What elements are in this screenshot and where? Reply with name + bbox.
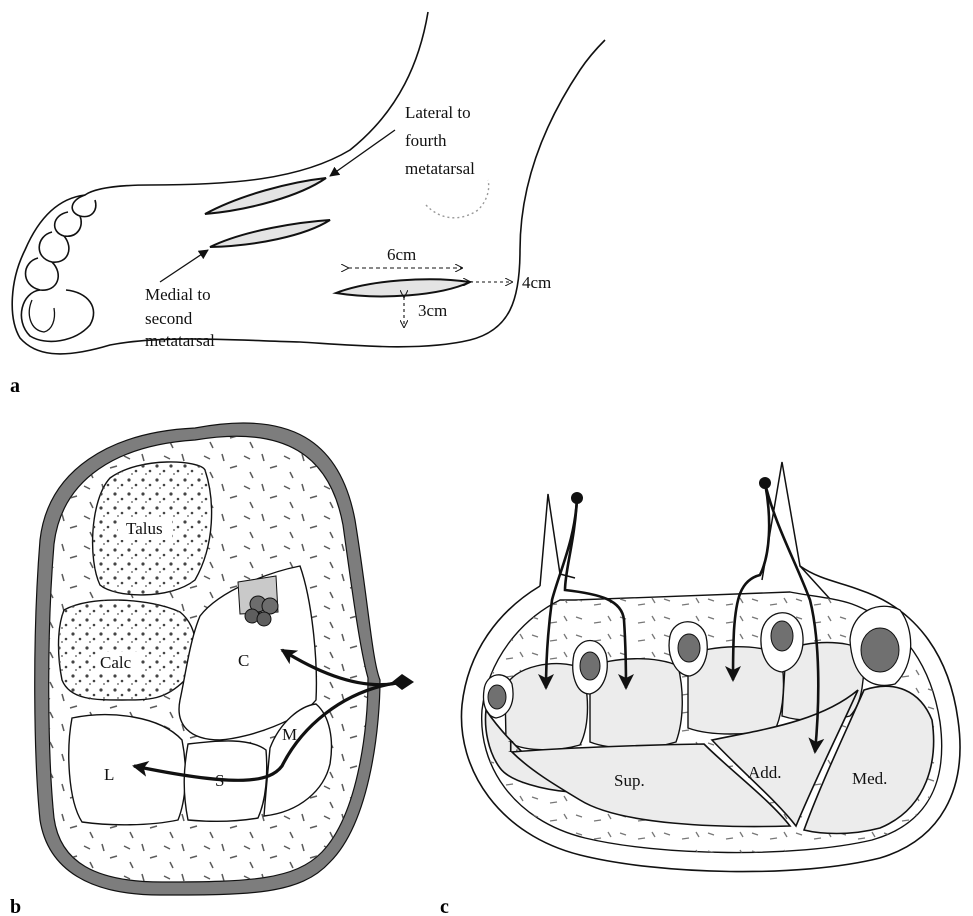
- big-toe-nail: [29, 300, 54, 332]
- incision-medial-hindfoot: [336, 279, 470, 296]
- label-talus: Talus: [126, 519, 163, 538]
- dorsal-incision-right: [762, 462, 840, 610]
- panel-letter-c: c: [440, 896, 449, 916]
- incision-entry-diamond: [392, 674, 414, 690]
- label-l-c: L: [508, 737, 518, 756]
- malleolus-hint: [426, 180, 489, 218]
- toe-4: [26, 258, 59, 290]
- arrow-lateral-pointer: [330, 130, 395, 176]
- label-sup: Sup.: [614, 771, 645, 790]
- compartment-l: [69, 715, 186, 825]
- panel-a-foot: Lateral to fourth metatarsal Medial to s…: [10, 12, 605, 397]
- panel-letter-b: b: [10, 896, 21, 916]
- label-c: C: [238, 651, 249, 670]
- toe-1: [72, 195, 96, 217]
- label-dim-6cm: 6cm: [387, 245, 416, 264]
- label-m: M: [282, 725, 297, 744]
- big-toe: [21, 290, 93, 341]
- toe-3: [39, 232, 69, 262]
- label-dim-3cm: 3cm: [418, 301, 447, 320]
- label-calc: Calc: [100, 653, 132, 672]
- arrow-medial-pointer: [160, 250, 208, 282]
- label-add: Add.: [748, 763, 782, 782]
- label-l-b: L: [104, 765, 114, 784]
- nv-vessel-4: [257, 612, 271, 626]
- incision-medial-second: [210, 220, 330, 247]
- panel-letter-a: a: [10, 375, 20, 397]
- panel-c-section: L Sup. Add. Med. c: [440, 462, 960, 916]
- label-dim-4cm: 4cm: [522, 273, 551, 292]
- calcaneus-trabecular: [59, 600, 196, 700]
- label-med: Med.: [852, 769, 887, 788]
- panel-b-section: Talus Calc C L S M b: [10, 423, 414, 916]
- label-medial-to-second: Medial to second metatarsal: [145, 285, 215, 350]
- label-lateral-to-fourth: Lateral to fourth metatarsal: [405, 103, 475, 178]
